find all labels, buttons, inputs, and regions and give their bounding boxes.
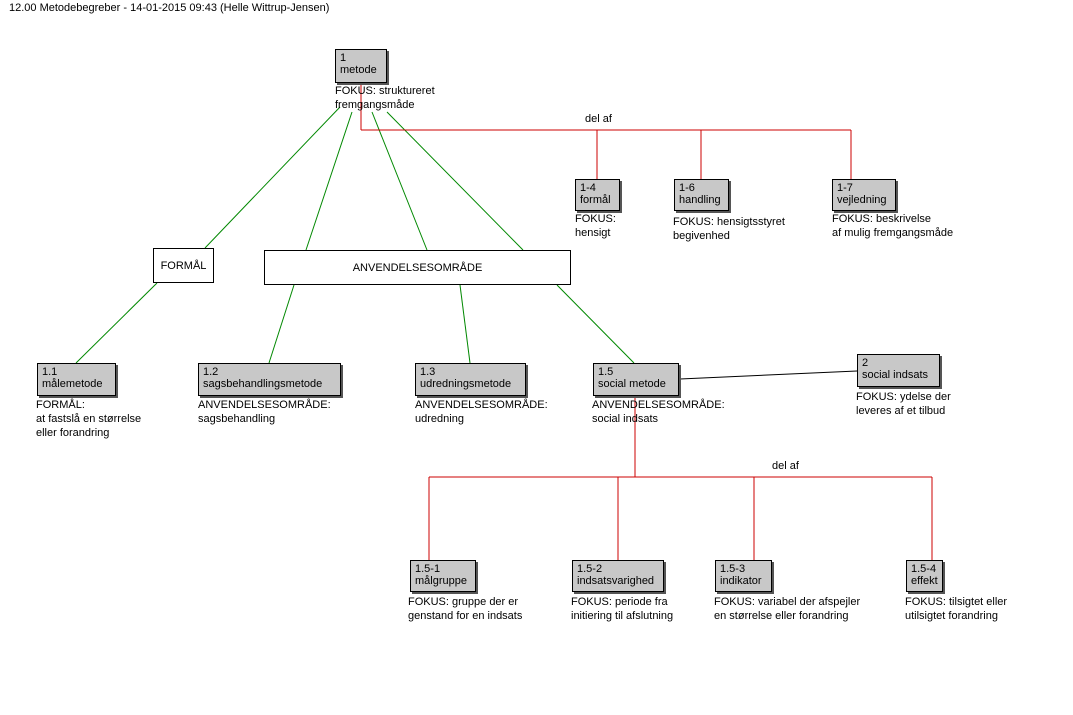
diagram-header: 12.00 Metodebegreber - 14-01-2015 09:43 … [9, 2, 330, 14]
node-id: 1-7 [837, 182, 853, 194]
node-name: handling [679, 194, 721, 206]
concept-node-1-1[interactable]: 1.1 målemetode [37, 363, 116, 396]
link-metode-anvendelse-a [305, 111, 353, 251]
node-id: 1 [340, 52, 347, 64]
node-id: 1.3 [420, 366, 436, 378]
node-name: sagsbehandlingsmetode [203, 378, 323, 390]
link-formal-11 [75, 282, 158, 364]
concept-node-1-5-1[interactable]: 1.5-1 målgruppe [410, 560, 476, 592]
node-name: social metode [598, 378, 666, 390]
link-anv-15 [556, 284, 635, 364]
node-name: udredningsmetode [420, 378, 512, 390]
link-metode-formal [204, 106, 341, 249]
node-id: 2 [862, 357, 869, 369]
link-anv-12 [268, 284, 295, 364]
concept-desc-1-4: FOKUS:hensigt [575, 213, 616, 239]
assoc-15-2 [679, 370, 858, 380]
node-name: metode [340, 64, 377, 76]
node-id: 1.5-3 [720, 563, 746, 575]
node-name: formål [580, 194, 611, 206]
node-name: indikator [720, 575, 762, 587]
node-id: 1-4 [580, 182, 596, 194]
node-id: 1.5-2 [577, 563, 603, 575]
concept-node-1-3[interactable]: 1.3 udredningsmetode [415, 363, 526, 396]
node-name: social indsats [862, 369, 929, 381]
concept-node-1-2[interactable]: 1.2 sagsbehandlingsmetode [198, 363, 341, 396]
node-name: effekt [911, 575, 938, 587]
concept-node-1-5-3[interactable]: 1.5-3 indikator [715, 560, 772, 592]
concept-node-1-7[interactable]: 1-7 vejledning [832, 179, 896, 211]
concept-node-1-5-4[interactable]: 1.5-4 effekt [906, 560, 943, 592]
concept-node-1-5[interactable]: 1.5 social metode [593, 363, 679, 396]
node-id: 1.2 [203, 366, 219, 378]
concept-desc-1-2: ANVENDELSESOMRÅDE:sagsbehandling [198, 399, 331, 425]
node-name: målemetode [42, 378, 103, 390]
relation-label-delaf-1: del af [585, 113, 612, 125]
link-metode-anvendelse-c [386, 111, 524, 251]
group-formal: FORMÅL [153, 248, 214, 283]
link-anv-13 [459, 284, 471, 364]
concept-desc-1-3: ANVENDELSESOMRÅDE:udredning [415, 399, 548, 425]
concept-node-2[interactable]: 2 social indsats [857, 354, 940, 387]
node-name: målgruppe [415, 575, 467, 587]
concept-node-1[interactable]: 1 metode [335, 49, 387, 83]
concept-node-1-5-2[interactable]: 1.5-2 indsatsvarighed [572, 560, 664, 592]
link-metode-anvendelse-b [371, 111, 428, 251]
node-name: vejledning [837, 194, 887, 206]
node-id: 1.1 [42, 366, 58, 378]
group-anvendelsesomrade: ANVENDELSESOMRÅDE [264, 250, 571, 285]
relation-label-delaf-2: del af [772, 460, 799, 472]
node-id: 1-6 [679, 182, 695, 194]
concept-node-1-4[interactable]: 1-4 formål [575, 179, 620, 211]
concept-node-1-6[interactable]: 1-6 handling [674, 179, 729, 211]
concept-desc-1-5: ANVENDELSESOMRÅDE:social indsats [592, 399, 725, 425]
node-name: indsatsvarighed [577, 575, 655, 587]
node-id: 1.5 [598, 366, 614, 378]
node-id: 1.5-1 [415, 563, 441, 575]
node-id: 1.5-4 [911, 563, 937, 575]
